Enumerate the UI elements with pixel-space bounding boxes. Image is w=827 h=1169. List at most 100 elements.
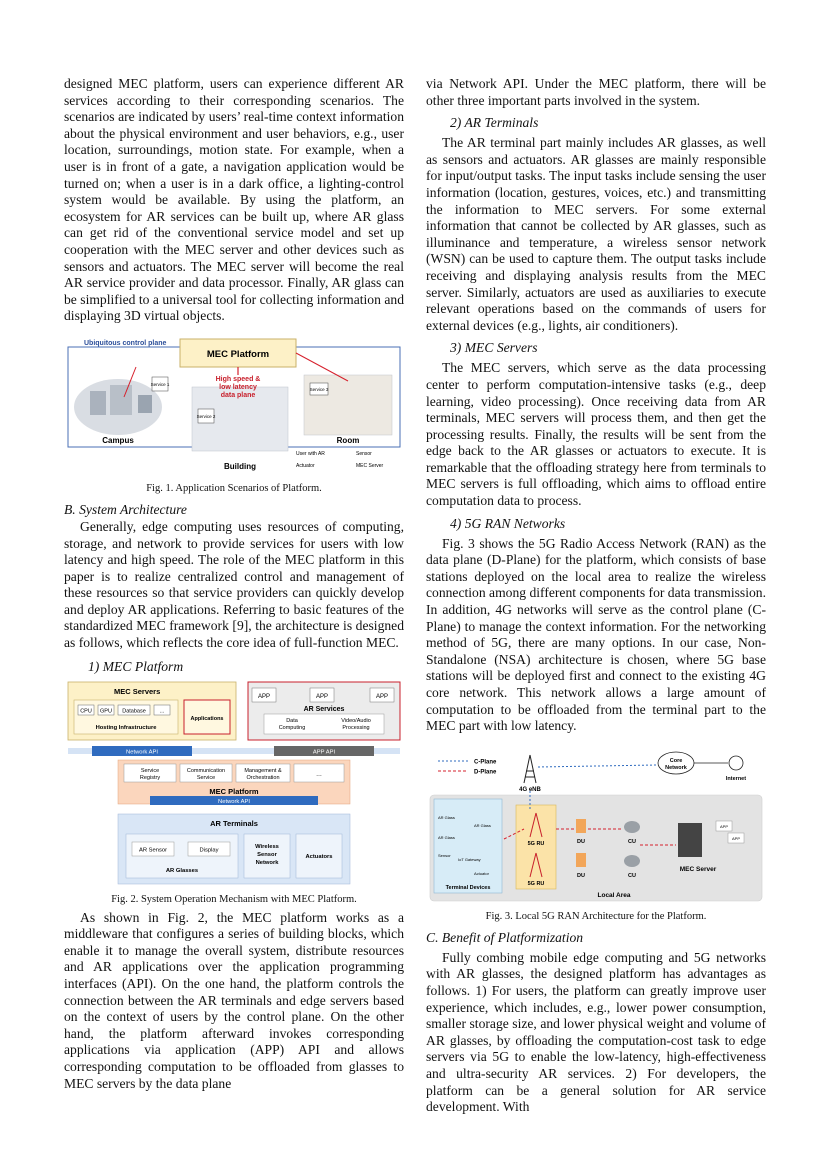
core-label-1: Core — [670, 758, 683, 764]
subsection-2-title: 2) AR Terminals — [450, 115, 539, 131]
network-api-top-label: Network API — [126, 749, 158, 755]
app-api — [274, 745, 374, 756]
cu-icon-1 — [624, 820, 640, 833]
terminal-devices-box — [433, 798, 503, 894]
data-computing-label-1: Data — [286, 718, 299, 724]
ru-tower-icon-1 — [529, 812, 543, 837]
ar-terminals-paragraph: The AR terminal part mainly includes AR … — [426, 135, 766, 333]
fig3-caption: Fig. 3. Local 5G RAN Architecture for th… — [485, 910, 707, 922]
app-api-label: APP API — [313, 749, 336, 755]
figure-3: C-Plane D-Plane 4G eNB Core Network Inte… — [426, 748, 766, 923]
app-box-2 — [309, 687, 335, 702]
mec-servers-label: MEC Servers — [114, 687, 160, 696]
link-campus — [123, 366, 137, 398]
campus-building-2 — [110, 384, 132, 415]
du-icon-2 — [576, 852, 586, 867]
figure-2: MEC Servers CPU GPU Database … Hosting I… — [64, 679, 404, 906]
ar-sensor-label: AR Sensor — [139, 847, 167, 853]
cu-label-1: CU — [628, 839, 636, 845]
data-computing-label-2: Computing — [279, 725, 306, 731]
display-box — [187, 841, 231, 856]
fig1-caption: Fig. 1. Application Scenarios of Platfor… — [146, 482, 322, 494]
service3-panel — [309, 382, 329, 396]
cpu-label: CPU — [80, 708, 92, 714]
app-box-a — [715, 820, 733, 832]
ar-services-inner — [263, 713, 385, 734]
network-api-bottom-label: Network API — [218, 799, 250, 805]
campus-building-3 — [138, 394, 152, 413]
app-label-a: APP — [720, 824, 728, 829]
app-box-3 — [369, 687, 395, 702]
ar-glasses-label: AR Glasses — [166, 868, 198, 874]
ubiquitous-control-plane-label: Ubiquitous control plane — [84, 340, 167, 347]
app-label-2: APP — [316, 694, 328, 700]
legend-user: User with AR — [296, 451, 325, 457]
intro-paragraph: designed MEC platform, users can experie… — [64, 76, 404, 324]
gpu-box — [97, 704, 115, 715]
app-box-1 — [251, 687, 277, 702]
service3-label: Service 3 — [310, 387, 329, 392]
api-band — [68, 747, 400, 754]
building-label: Building — [224, 462, 256, 471]
link-room — [295, 352, 349, 382]
section-b-title: B. System Architecture — [64, 501, 187, 517]
wsn-box — [243, 833, 291, 878]
subsection-1-title: 1) MEC Platform — [88, 658, 184, 674]
core-label-2: Network — [665, 765, 688, 771]
section-b-paragraph: Generally, edge computing uses resources… — [64, 518, 404, 651]
c-plane-link-core — [537, 764, 657, 768]
gpu-label: GPU — [100, 708, 112, 714]
ar-glass-label-1: AR Glass — [438, 815, 455, 820]
terminal-devices-label: Terminal Devices — [446, 885, 491, 891]
local-area-label: Local Area — [598, 892, 631, 899]
app-label-b: APP — [732, 836, 740, 841]
ar-terminals-label: AR Terminals — [210, 819, 258, 828]
actuators-label: Actuators — [305, 854, 332, 860]
ran-paragraph: Fig. 3 shows the 5G Radio Access Network… — [426, 535, 766, 734]
mec-platform-label: MEC Platform — [207, 349, 269, 360]
management-box — [235, 763, 291, 782]
app-box-b — [727, 832, 745, 844]
applications-box — [183, 699, 231, 735]
figure-1: Ubiquitous control plane MEC Platform Se… — [64, 334, 404, 495]
management-label-1: Management & — [244, 768, 282, 774]
du-label-2: DU — [577, 873, 585, 879]
hosting-label: Hosting Infrastructure — [96, 725, 158, 731]
legend-actuator: Actuator — [296, 463, 315, 469]
display-label: Display — [199, 847, 218, 853]
fig3-ran-architecture-diagram: C-Plane D-Plane 4G eNB Core Network Inte… — [429, 751, 763, 902]
database-box — [117, 704, 151, 715]
c-plane-label: C-Plane — [474, 759, 497, 765]
subsection-4-title: 4) 5G RAN Networks — [450, 515, 566, 531]
service1-label: Service 1 — [151, 382, 170, 387]
du-icon-1 — [576, 818, 586, 833]
benefit-paragraph: Fully combing mobile edge computing and … — [426, 949, 766, 1115]
communication-service-label-2: Service — [197, 775, 215, 781]
local-area-box — [429, 794, 763, 902]
fig1-application-scenarios-diagram: Ubiquitous control plane MEC Platform Se… — [67, 338, 401, 471]
cpu-box — [77, 704, 95, 715]
ar-glass-label-3: AR Glass — [438, 835, 455, 840]
wsn-label-3: Network — [256, 860, 280, 866]
actuator-label: Actuator — [474, 871, 490, 876]
enb-label: 4G eNB — [519, 787, 541, 793]
room-label: Room — [337, 436, 360, 445]
app-label-1: APP — [258, 694, 270, 700]
mec-platform-layer-label: MEC Platform — [209, 787, 259, 796]
iot-gateway-label: IoT Gateway — [458, 857, 481, 862]
platform-more-box — [293, 763, 345, 782]
right-column: via Network API. Under the MEC platform,… — [426, 76, 766, 1116]
legend-sensor: Sensor — [356, 451, 372, 457]
network-api-top — [92, 745, 192, 756]
ru-label-2: 5G RU — [528, 881, 545, 887]
enb-tower-icon — [523, 754, 537, 783]
platform-more-label: … — [316, 772, 322, 778]
service2-panel — [197, 408, 215, 424]
du-label-1: DU — [577, 839, 585, 845]
section-c-title: C. Benefit of Platformization — [426, 929, 584, 945]
ar-sensor-box — [131, 841, 175, 856]
mec-servers-paragraph: The MEC servers, which serve as the data… — [426, 360, 766, 509]
d-plane-link-1 — [503, 828, 525, 840]
mec-server-label: MEC Server — [680, 866, 717, 873]
